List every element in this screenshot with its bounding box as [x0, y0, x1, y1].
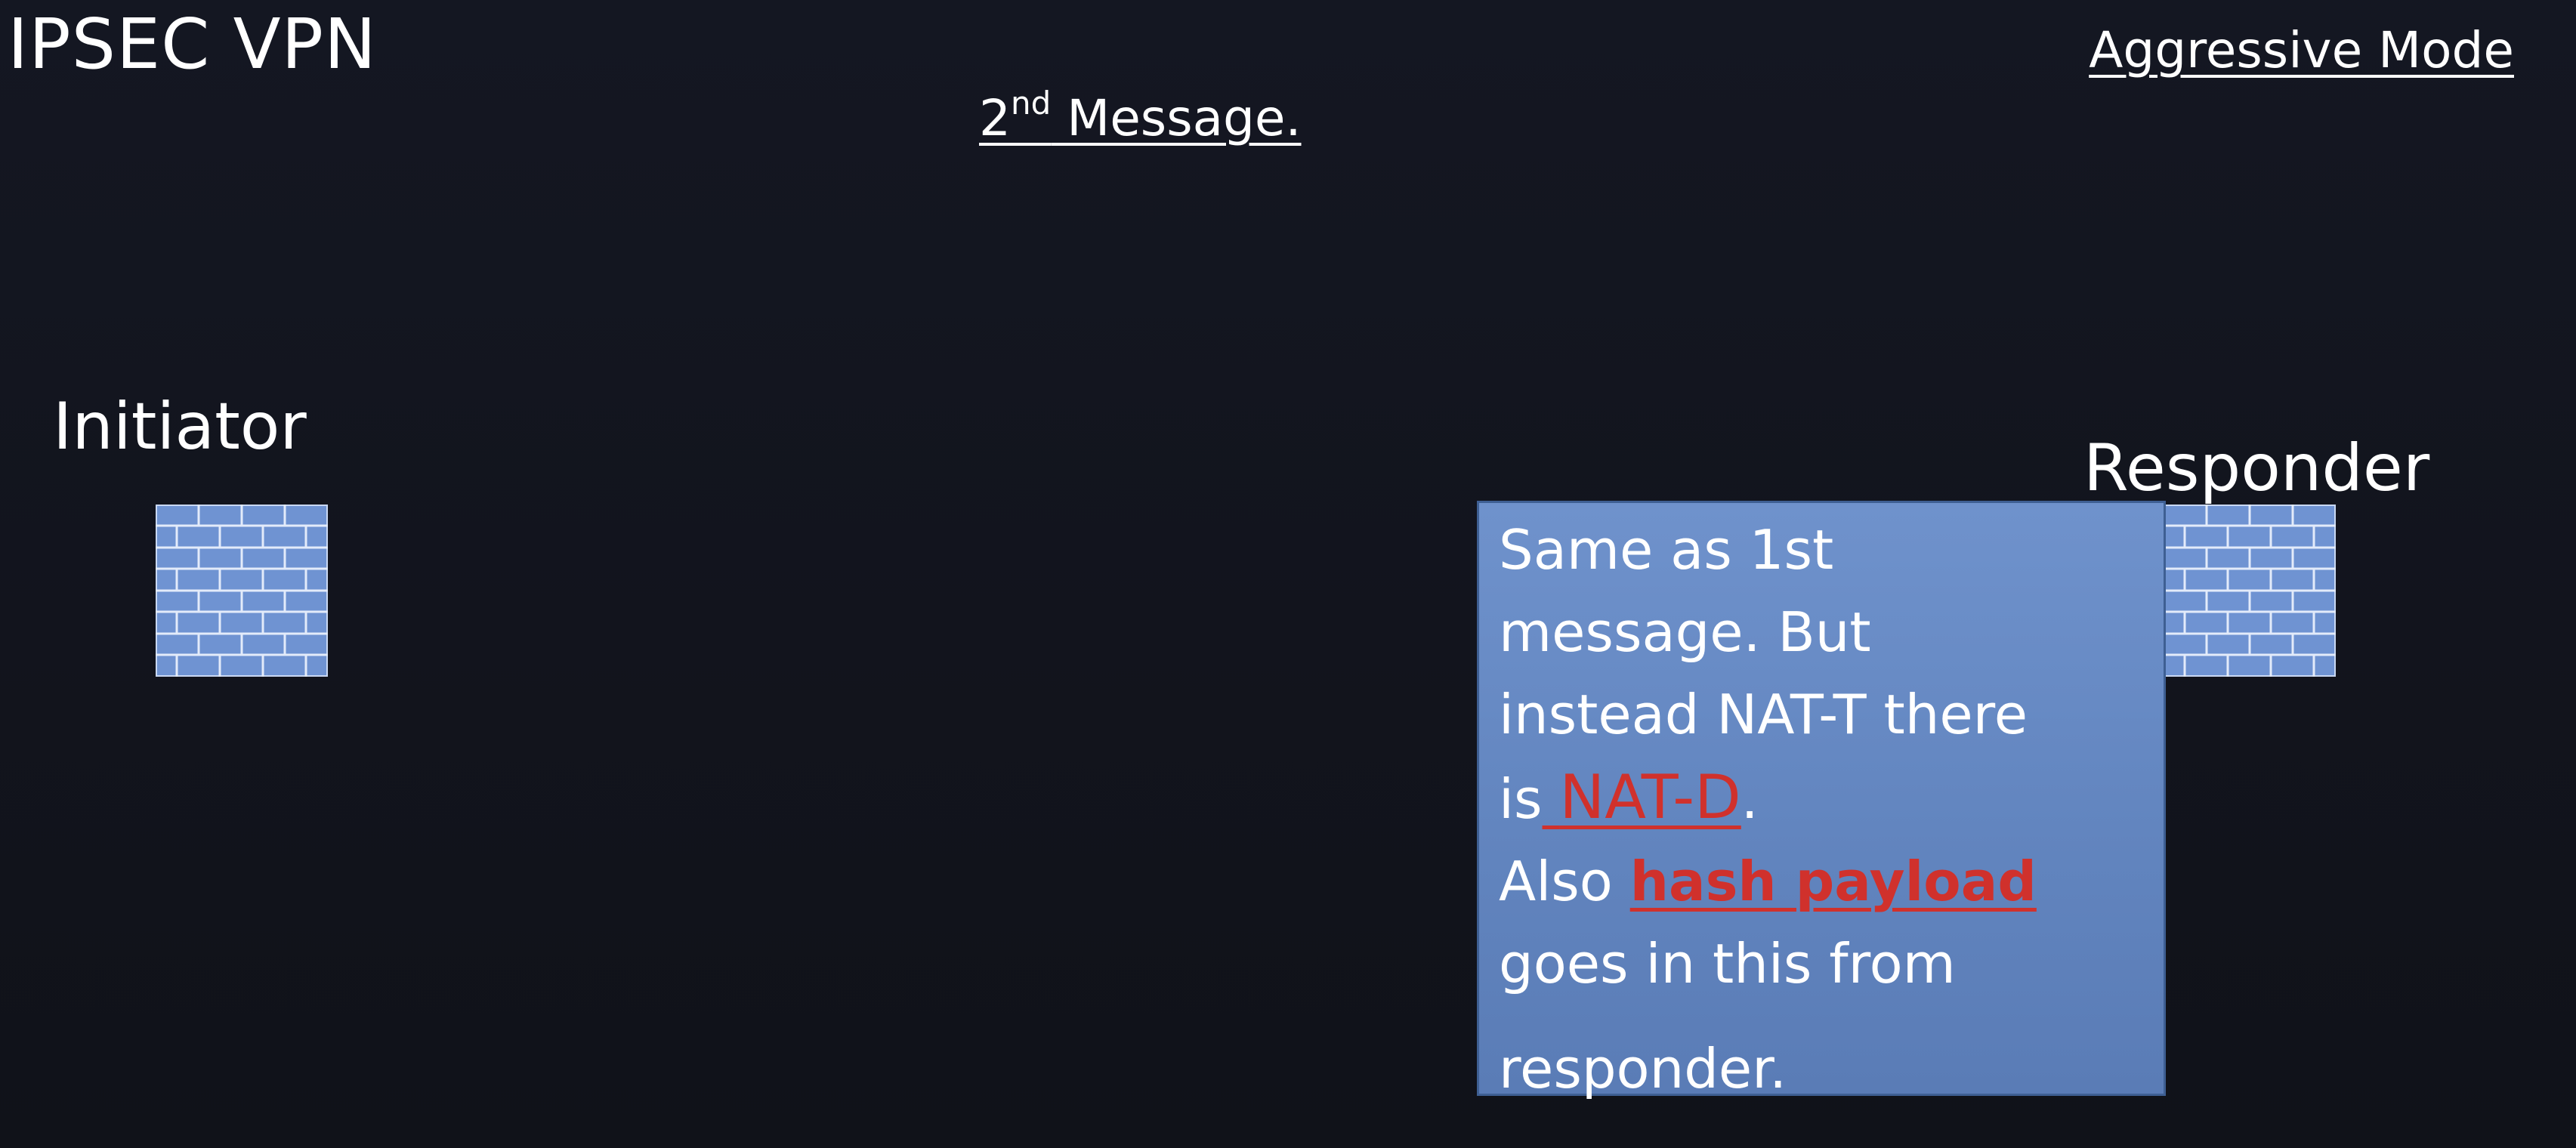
message-label: 2nd Message.	[979, 85, 1302, 153]
responder-firewall-icon	[2164, 505, 2336, 677]
callout-line-7: responder.	[1499, 1037, 1787, 1100]
callout-line-4-prefix: is	[1499, 767, 1543, 831]
initiator-label: Initiator	[53, 389, 307, 464]
message-text: Message.	[1051, 89, 1302, 147]
nat-d-underline-gap	[1543, 767, 1560, 831]
callout-line-4-suffix: .	[1740, 767, 1759, 831]
hash-payload-highlight: hash payload	[1629, 850, 2037, 913]
callout-line-5: Also hash payload	[1499, 841, 2164, 923]
initiator-firewall-icon	[156, 505, 328, 677]
callout-line-1: Same as 1st	[1499, 518, 1834, 582]
callout-line-6: goes in this from	[1499, 932, 1956, 995]
mode-label: Aggressive Mode	[2089, 21, 2514, 79]
nat-d-highlight: NAT-D	[1559, 762, 1741, 832]
callout-line-2: message. But	[1499, 600, 1871, 664]
callout-line-3: instead NAT-T there	[1499, 683, 2028, 746]
message-callout-box: Same as 1st message. But instead NAT-T t…	[1477, 501, 2166, 1100]
callout-line-5-prefix: Also	[1499, 850, 1630, 913]
callout-line-4: is NAT-D.	[1499, 756, 2164, 841]
message-number: 2	[979, 89, 1011, 147]
slide-title: IPSEC VPN	[8, 4, 377, 85]
message-ordinal-suffix: nd	[1011, 85, 1052, 122]
responder-label: Responder	[2083, 430, 2430, 506]
